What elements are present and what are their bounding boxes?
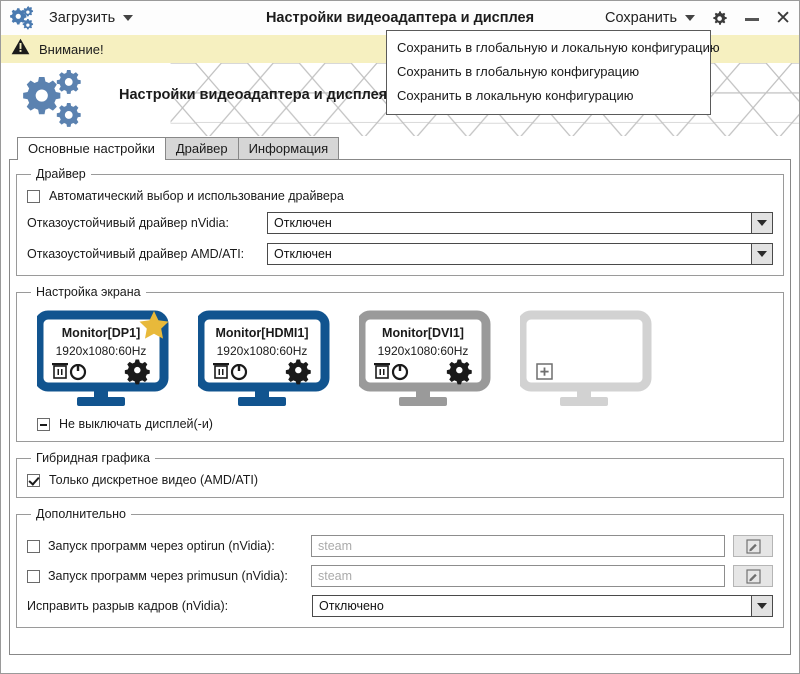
warning-text: Внимание!: [39, 41, 104, 57]
minimize-icon[interactable]: [743, 9, 761, 27]
group-driver-legend: Драйвер: [36, 167, 86, 181]
nvidia-fallback-label: Отказоустойчивый драйвер nVidia:: [27, 216, 229, 230]
menu-item-save-global-local[interactable]: Сохранить в глобальную и локальную конфи…: [397, 40, 720, 55]
chevron-down-icon[interactable]: [751, 596, 772, 616]
plus-icon: [536, 363, 553, 380]
monitor-name-dvi1: Monitor[DVI1]: [382, 326, 464, 340]
save-menu-button[interactable]: Сохранить: [605, 10, 696, 26]
monitor-card-dvi1[interactable]: Monitor[DVI1] 1920x1080:60Hz: [359, 309, 494, 409]
tab-information[interactable]: Информация: [237, 137, 340, 160]
monitor-mode-dp1: 1920x1080:60Hz: [56, 344, 147, 358]
tab-bar: Основные настройки Драйвер Информация: [1, 136, 799, 160]
tearfix-row: Исправить разрыв кадров (nVidia): Отключ…: [27, 595, 773, 617]
chevron-down-icon[interactable]: [751, 244, 772, 264]
monitor-card-add-slot[interactable]: [520, 309, 655, 409]
monitor-name-dp1: Monitor[DP1]: [62, 326, 140, 340]
titlebar-controls: Сохранить ✕: [605, 8, 791, 28]
monitor-card-hdmi1[interactable]: Monitor[HDMI1] 1920x1080:60Hz: [198, 309, 333, 409]
optirun-input[interactable]: steam: [311, 535, 725, 557]
monitor-mode-hdmi1: 1920x1080:60Hz: [217, 344, 308, 358]
optirun-row: Запуск программ через optirun (nVidia): …: [27, 535, 773, 557]
warning-triangle-icon: [11, 38, 30, 60]
load-menu-button[interactable]: Загрузить: [49, 10, 134, 26]
group-hybrid-legend: Гибридная графика: [36, 451, 150, 465]
monitor-name-hdmi1: Monitor[HDMI1]: [215, 326, 308, 340]
group-screen-legend: Настройка экрана: [36, 285, 141, 299]
discrete-video-checkbox[interactable]: [27, 473, 40, 487]
primusrun-checkbox[interactable]: [27, 569, 40, 583]
app-logo-gears-icon: [9, 5, 35, 31]
nvidia-fallback-row: Отказоустойчивый драйвер nVidia: Отключе…: [27, 212, 773, 234]
pencil-square-icon: [745, 538, 761, 554]
primusrun-row: Запуск программ через primusun (nVidia):…: [27, 565, 773, 587]
close-icon[interactable]: ✕: [775, 7, 791, 29]
optirun-checkbox[interactable]: [27, 539, 40, 553]
group-driver: Драйвер Автоматический выбор и использов…: [16, 167, 784, 276]
monitor-list: Monitor[DP1] 1920x1080:60Hz: [27, 305, 773, 409]
tab-content-panel: Драйвер Автоматический выбор и использов…: [9, 159, 791, 655]
nvidia-fallback-select[interactable]: Отключен: [267, 212, 773, 234]
keep-display-on-checkbox[interactable]: [37, 417, 50, 431]
amd-fallback-row: Отказоустойчивый драйвер AMD/ATI: Отключ…: [27, 243, 773, 265]
keep-display-on-row: Не выключать дисплей(-и): [27, 417, 773, 431]
group-screen-setup: Настройка экрана: [16, 285, 784, 442]
group-additional-legend: Дополнительно: [36, 507, 126, 521]
monitor-card-dp1[interactable]: Monitor[DP1] 1920x1080:60Hz: [37, 309, 172, 409]
auto-driver-label: Автоматический выбор и использование дра…: [49, 189, 344, 203]
tearfix-select[interactable]: Отключено: [312, 595, 773, 617]
load-menu-label: Загрузить: [49, 10, 116, 26]
primusrun-edit-button[interactable]: [733, 565, 773, 587]
amd-fallback-label: Отказоустойчивый драйвер AMD/ATI:: [27, 247, 245, 261]
discrete-video-row: Только дискретное видео (AMD/ATI): [27, 473, 773, 487]
chevron-down-icon[interactable]: [751, 213, 772, 233]
tab-driver[interactable]: Драйвер: [164, 137, 239, 160]
monitor-mode-dvi1: 1920x1080:60Hz: [378, 344, 469, 358]
menu-item-save-global[interactable]: Сохранить в глобальную конфигурацию: [397, 64, 640, 79]
menu-item-save-local[interactable]: Сохранить в локальную конфигурацию: [397, 88, 634, 103]
amd-fallback-value: Отключен: [274, 247, 332, 261]
tearfix-label: Исправить разрыв кадров (nVidia):: [27, 599, 229, 613]
nvidia-fallback-value: Отключен: [274, 216, 332, 230]
tab-main-settings[interactable]: Основные настройки: [17, 137, 166, 160]
settings-gear-icon[interactable]: [709, 8, 729, 28]
save-menu-label: Сохранить: [605, 10, 678, 26]
save-dropdown-menu[interactable]: Сохранить в глобальную и локальную конфи…: [386, 30, 720, 115]
chevron-down-icon: [123, 15, 134, 21]
group-hybrid-graphics: Гибридная графика Только дискретное виде…: [16, 451, 784, 498]
primusrun-input[interactable]: steam: [311, 565, 725, 587]
discrete-video-label: Только дискретное видео (AMD/ATI): [49, 473, 259, 487]
banner-title: Настройки видеоадаптера и дисплея: [119, 87, 388, 103]
keep-display-on-label: Не выключать дисплей(-и): [59, 417, 213, 431]
pencil-square-icon: [745, 568, 761, 584]
optirun-label: Запуск программ через optirun (nVidia):: [48, 539, 275, 553]
auto-driver-row: Автоматический выбор и использование дра…: [27, 189, 773, 203]
amd-fallback-select[interactable]: Отключен: [267, 243, 773, 265]
group-additional: Дополнительно Запуск программ через opti…: [16, 507, 784, 628]
primusrun-label: Запуск программ через primusun (nVidia):: [48, 569, 288, 583]
tearfix-value: Отключено: [319, 599, 384, 613]
auto-driver-checkbox[interactable]: [27, 189, 40, 203]
banner-gears-icon: [19, 69, 95, 131]
chevron-down-icon: [685, 15, 696, 21]
optirun-edit-button[interactable]: [733, 535, 773, 557]
